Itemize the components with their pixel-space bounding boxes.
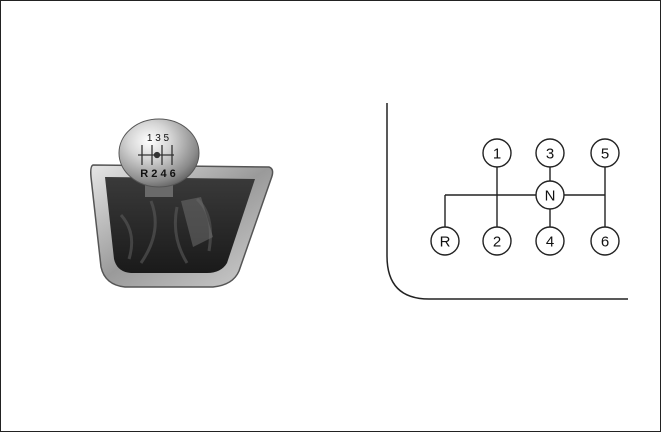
gear-label-5: 5: [601, 146, 609, 163]
gear-position-6: 6: [591, 227, 619, 255]
gear-label-2: 2: [493, 234, 501, 251]
diagram-frame: [387, 103, 628, 299]
gear-position-3: 3: [536, 139, 564, 167]
shift-pattern-diagram: 1 3 5 N R 2 4 6: [387, 103, 628, 299]
gear-position-5: 5: [591, 139, 619, 167]
gear-label-1: 1: [493, 146, 501, 163]
gear-label-3: 3: [546, 146, 554, 163]
gear-label-reverse: R: [440, 234, 451, 251]
knob-bottom-numbers: R 2 4 6: [140, 168, 175, 180]
gear-position-reverse: R: [431, 227, 459, 255]
gate-lines: [445, 167, 605, 228]
knob-top-numbers: 1 3 5: [147, 133, 170, 144]
gear-label-4: 4: [546, 234, 554, 251]
gear-position-neutral: N: [536, 181, 564, 209]
gear-position-2: 2: [483, 227, 511, 255]
gear-shifter-illustration: 1 3 5 R 2 4 6: [91, 119, 273, 287]
gear-position-4: 4: [536, 227, 564, 255]
gear-label-6: 6: [601, 234, 609, 251]
gear-position-1: 1: [483, 139, 511, 167]
gear-label-neutral: N: [545, 188, 556, 205]
